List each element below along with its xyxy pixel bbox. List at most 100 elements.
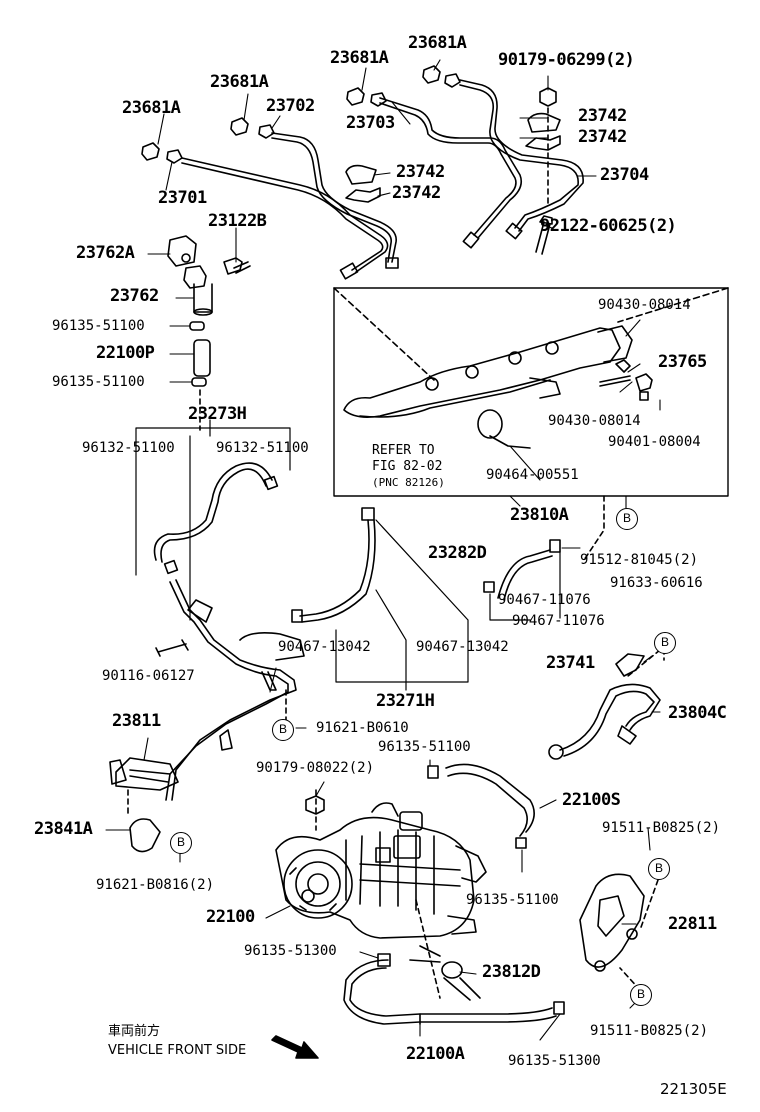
injection-pipe-23703 xyxy=(379,97,523,249)
leader xyxy=(489,551,561,621)
diagram-code: 221305E xyxy=(660,1080,727,1098)
part-label-23741: 23741 xyxy=(546,653,595,673)
hose-22100A xyxy=(343,953,565,1025)
injection-pipe-23702 xyxy=(271,132,399,269)
part-label-23282D: 23282D xyxy=(428,543,487,563)
orientation-note-japanese: 車両前方 xyxy=(108,1024,161,1039)
hose-23271H xyxy=(291,507,376,623)
part-label-96135-51100: 96135-51100 xyxy=(52,374,145,390)
part-label-96135-51100: 96135-51100 xyxy=(52,318,145,334)
part-label-22100A: 22100A xyxy=(406,1044,465,1064)
bracket-23741 xyxy=(615,653,645,677)
part-label-23702: 23702 xyxy=(266,96,315,116)
part-label-91633-60616: 91633-60616 xyxy=(610,575,703,591)
part-label-96135-51100: 96135-51100 xyxy=(378,739,471,755)
injection-pipe-23704 xyxy=(459,79,584,240)
reference-marker-b: B xyxy=(654,632,676,654)
part-label-23704: 23704 xyxy=(600,165,649,185)
dashed-leader xyxy=(619,879,659,991)
part-label-23122B: 23122B xyxy=(208,211,267,231)
hose-22100S xyxy=(427,763,535,849)
bolt-90116 xyxy=(155,639,189,657)
part-label-23841A: 23841A xyxy=(34,819,93,839)
part-label-90401-08004: 90401-08004 xyxy=(608,434,701,450)
part-label-90467-13042: 90467-13042 xyxy=(278,639,371,655)
part-label-23762: 23762 xyxy=(110,286,159,306)
part-label-23681A: 23681A xyxy=(408,33,467,53)
part-label-91511-B0825: 91511-B0825(2) xyxy=(590,1023,709,1039)
part-label-23810A: 23810A xyxy=(510,505,569,525)
dashed-leader xyxy=(127,689,287,817)
union-23762 xyxy=(167,235,213,316)
part-label-23742: 23742 xyxy=(392,183,441,203)
callout-bracket xyxy=(335,519,469,691)
part-label-23742: 23742 xyxy=(396,162,445,182)
part-label-22100: 22100 xyxy=(206,907,255,927)
part-label-90179-08022: 90179-08022(2) xyxy=(256,760,375,776)
part-label-90467-13042: 90467-13042 xyxy=(416,639,509,655)
rail-fasteners xyxy=(599,359,653,401)
refer-line-1: REFER TO xyxy=(372,443,435,458)
dashed-leader xyxy=(315,789,441,999)
reference-marker-b: B xyxy=(616,508,638,530)
bolt-90179-08022 xyxy=(305,795,325,815)
part-label-23804C: 23804C xyxy=(668,703,727,723)
injection-pump-22100 xyxy=(275,802,487,939)
part-label-90430-08014: 90430-08014 xyxy=(598,297,691,313)
part-label-91512-81045: 91512-81045(2) xyxy=(580,552,699,568)
part-label-23273H: 23273H xyxy=(188,404,247,424)
refer-note: REFER TO FIG 82-02 (PNC 82126) xyxy=(372,443,445,489)
hose-23273H xyxy=(153,462,279,575)
return-pipe-23811 xyxy=(165,579,305,801)
orientation-note-english: VEHICLE FRONT SIDE xyxy=(108,1043,247,1058)
part-label-90467-11076: 90467-11076 xyxy=(512,613,605,629)
part-label-23681A: 23681A xyxy=(330,48,389,68)
reference-marker-b: B xyxy=(272,719,294,741)
reference-marker-b: B xyxy=(170,832,192,854)
part-label-90179-06299: 90179-06299(2) xyxy=(498,50,635,70)
vehicle-front-arrow-icon xyxy=(271,1035,319,1059)
part-label-90430-08014: 90430-08014 xyxy=(548,413,641,429)
part-label-22100S: 22100S xyxy=(562,790,621,810)
common-rail-23810A xyxy=(343,325,633,449)
part-label-23681A: 23681A xyxy=(122,98,181,118)
reference-marker-b: B xyxy=(648,858,670,880)
bracket-23811 xyxy=(109,729,233,791)
part-label-96135-51300: 96135-51300 xyxy=(508,1053,601,1069)
part-label-96132-51100: 96132-51100 xyxy=(82,440,175,456)
part-label-23271H: 23271H xyxy=(376,691,435,711)
inset-leader xyxy=(333,287,729,381)
pipe-23804C xyxy=(548,683,661,760)
refer-line-2: FIG 82-02 xyxy=(372,459,443,475)
callout-bracket xyxy=(135,419,291,621)
part-label-23812D: 23812D xyxy=(482,962,541,982)
inset-box xyxy=(333,287,729,497)
part-label-96135-51100: 96135-51100 xyxy=(466,892,559,908)
part-label-23811: 23811 xyxy=(112,711,161,731)
part-label-23742: 23742 xyxy=(578,106,627,126)
part-label-96132-51100: 96132-51100 xyxy=(216,440,309,456)
bracket-23841A xyxy=(129,818,161,853)
injection-pipe-23701 xyxy=(181,157,389,280)
part-label-90116-06127: 90116-06127 xyxy=(102,668,195,684)
part-label-91621-B0610: 91621-B0610 xyxy=(316,720,409,736)
refer-line-3: (PNC 82126) xyxy=(372,475,445,489)
part-label-23742: 23742 xyxy=(578,127,627,147)
leader-lines xyxy=(105,59,661,1041)
pipe-23282D xyxy=(483,539,561,601)
part-label-90467-11076: 90467-11076 xyxy=(498,592,591,608)
part-label-23762A: 23762A xyxy=(76,243,135,263)
part-label-22811: 22811 xyxy=(668,914,717,934)
union-nut-icon xyxy=(141,65,461,164)
part-label-90464-00551: 90464-00551 xyxy=(486,467,579,483)
inset-bottom-leader xyxy=(583,495,605,561)
part-label-23701: 23701 xyxy=(158,188,207,208)
part-label-22100P: 22100P xyxy=(96,343,155,363)
part-label-91621-B0816: 91621-B0816(2) xyxy=(96,877,215,893)
part-label-91511-B0825: 91511-B0825(2) xyxy=(602,820,721,836)
part-label-23681A: 23681A xyxy=(210,72,269,92)
part-label-96135-51300: 96135-51300 xyxy=(244,943,337,959)
part-label-92122-60625: 92122-60625(2) xyxy=(540,216,677,236)
